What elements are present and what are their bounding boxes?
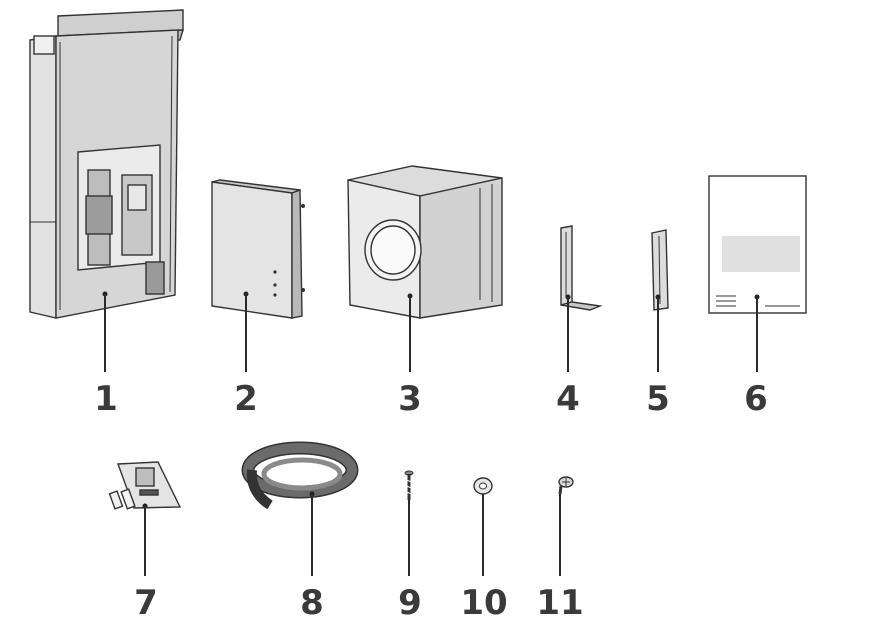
short-screw-icon <box>558 476 574 495</box>
part-number-7: 7 <box>134 583 158 623</box>
fan-box-icon <box>347 165 503 319</box>
clip-kit-icon <box>108 461 182 510</box>
part-numbers: 1 2 3 4 5 6 7 8 9 10 11 <box>94 379 768 623</box>
part-number-11: 11 <box>536 583 583 623</box>
leader-lines <box>104 294 758 576</box>
washer-icon <box>473 477 493 495</box>
part-number-6: 6 <box>744 379 768 419</box>
screw-icon <box>404 470 414 500</box>
part-number-5: 5 <box>646 379 670 419</box>
straight-bracket-icon <box>651 229 669 311</box>
l-bracket-icon <box>560 225 603 311</box>
hood-body-icon <box>29 9 184 319</box>
part-number-1: 1 <box>94 379 118 419</box>
control-box-icon <box>211 179 305 319</box>
part-number-9: 9 <box>398 583 422 623</box>
part-number-8: 8 <box>300 583 324 623</box>
part-number-2: 2 <box>234 379 258 419</box>
part-number-10: 10 <box>460 583 507 623</box>
instruction-manual-icon <box>708 175 807 314</box>
part-number-4: 4 <box>556 379 580 419</box>
sealing-tape-roll-icon <box>241 441 359 510</box>
part-number-3: 3 <box>398 379 422 419</box>
